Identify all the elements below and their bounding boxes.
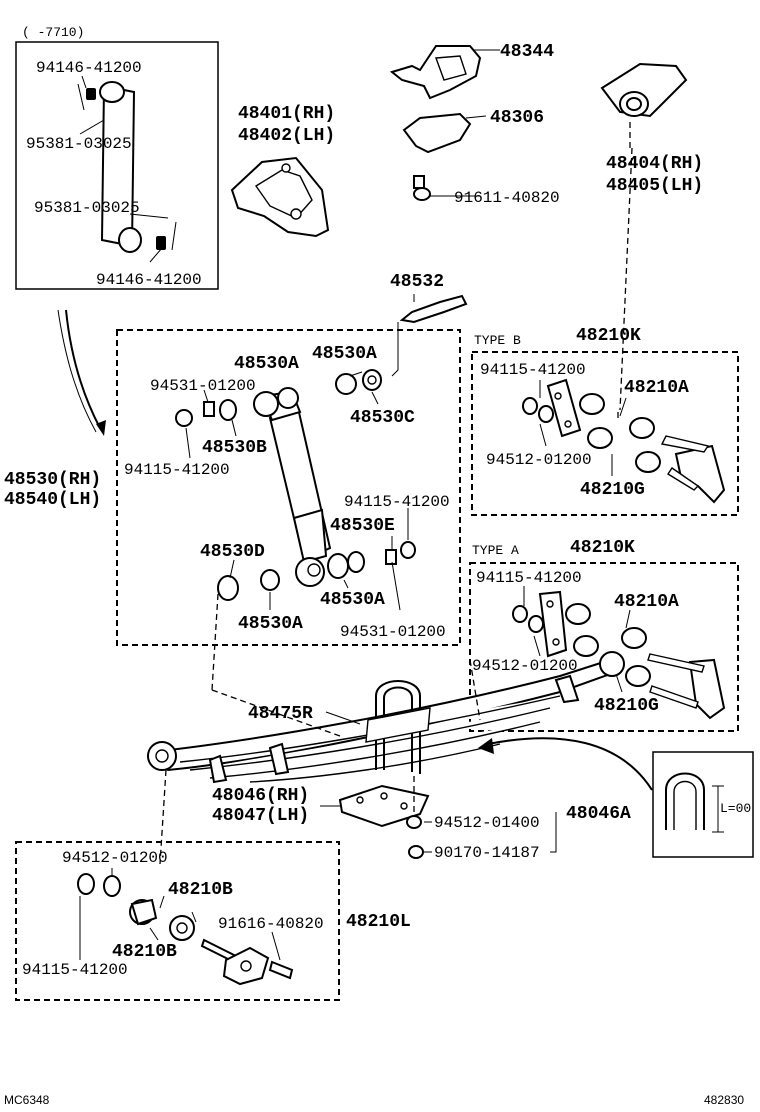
part-labels: ( -7710) 94146-41200 95381-03025 95381-0… — [4, 25, 751, 1107]
label-94531-1: 94531-01200 — [150, 377, 256, 395]
frame-boxes — [15, 41, 754, 1001]
label-48306: 48306 — [490, 108, 544, 128]
label-90170: 90170-14187 — [434, 844, 540, 862]
label-48530E: 48530E — [330, 516, 395, 536]
label-48530RH: 48530(RH) — [4, 470, 101, 490]
label-94146-bot: 94146-41200 — [96, 271, 202, 289]
label-94115-2: 94115-41200 — [344, 493, 450, 511]
label-48540LH: 48540(LH) — [4, 490, 101, 510]
label-94531-2: 94531-01200 — [340, 623, 446, 641]
label-91616: 91616-40820 — [218, 915, 324, 933]
label-48210K-b: 48210K — [576, 326, 641, 346]
nuts-48046A — [406, 812, 557, 859]
inset-arrow — [65, 309, 101, 429]
code-left: MC6348 — [4, 1093, 50, 1107]
range-label: ( -7710) — [22, 25, 84, 40]
type-b-hardware — [522, 378, 726, 504]
label-48530A-1: 48530A — [234, 354, 299, 374]
label-u-bolt-length: L=00 — [720, 801, 751, 816]
label-48046: 48046(RH) — [212, 786, 309, 806]
shock-absorber-box — [116, 329, 461, 646]
label-94512-01400: 94512-01400 — [434, 814, 540, 832]
u-bolt-inset-drawing — [665, 772, 724, 833]
front-hanger-hardware — [77, 868, 294, 986]
label-48210B-2: 48210B — [112, 942, 177, 962]
shock-bushings — [175, 369, 416, 601]
type-a-hardware — [512, 586, 726, 720]
type-b-box — [471, 351, 739, 516]
label-94146-top: 94146-41200 — [36, 59, 142, 77]
inset-bracket-drawing — [77, 75, 177, 263]
label-48402: 48402(LH) — [238, 126, 335, 146]
label-94512-l: 94512-01200 — [62, 849, 168, 867]
label-48210A-a: 48210A — [614, 592, 679, 612]
label-48475R: 48475R — [248, 704, 313, 724]
label-type-a: TYPE A — [472, 543, 519, 558]
label-48532: 48532 — [390, 272, 444, 292]
label-48401: 48401(RH) — [238, 104, 335, 124]
label-48404: 48404(RH) — [606, 154, 703, 174]
bracket-48306 — [402, 112, 487, 154]
label-48530C: 48530C — [350, 408, 415, 428]
label-48210G-b: 48210G — [580, 480, 645, 500]
shock-leaders — [185, 322, 409, 611]
shock-absorber — [253, 387, 332, 587]
u-bolt-arrow — [487, 737, 653, 791]
type-a-box — [469, 562, 739, 732]
label-48530D: 48530D — [200, 542, 265, 562]
label-type-b: TYPE B — [474, 333, 521, 348]
label-48530A-2: 48530A — [312, 344, 377, 364]
dashed-guides — [159, 147, 633, 865]
label-48210A-b: 48210A — [624, 378, 689, 398]
label-94512-a: 94512-01200 — [472, 657, 578, 675]
label-95381-bot: 95381-03025 — [34, 199, 140, 217]
label-94512-b: 94512-01200 — [486, 451, 592, 469]
spring-seat-48046 — [320, 784, 430, 828]
bracket-inset-box — [15, 41, 219, 290]
label-48210G-a: 48210G — [594, 696, 659, 716]
front-hanger-box — [15, 841, 340, 1001]
label-94115-l: 94115-41200 — [22, 961, 128, 979]
u-bolt-inset-box — [652, 751, 754, 858]
code-right: 482830 — [704, 1093, 744, 1107]
label-94115-a: 94115-41200 — [476, 569, 582, 587]
bracket-48404 — [600, 62, 688, 148]
label-95381-top: 95381-03025 — [26, 135, 132, 153]
label-94115-1: 94115-41200 — [124, 461, 230, 479]
label-48530A-4: 48530A — [238, 614, 303, 634]
label-48344: 48344 — [500, 42, 554, 62]
label-48530A-3: 48530A — [320, 590, 385, 610]
label-48046A: 48046A — [566, 804, 631, 824]
label-91611: 91611-40820 — [454, 189, 560, 207]
label-48210L: 48210L — [346, 912, 411, 932]
label-48210K-a: 48210K — [570, 538, 635, 558]
label-48405: 48405(LH) — [606, 176, 703, 196]
label-94115-b: 94115-41200 — [480, 361, 586, 379]
label-48210B-1: 48210B — [168, 880, 233, 900]
bracket-48344 — [389, 45, 500, 100]
label-48047: 48047(LH) — [212, 806, 309, 826]
bracket-48401 — [230, 156, 330, 238]
label-48530B: 48530B — [202, 438, 267, 458]
bolt-91611 — [413, 175, 480, 201]
u-bolt-48475R — [325, 680, 431, 774]
bolt-48532 — [399, 294, 468, 324]
